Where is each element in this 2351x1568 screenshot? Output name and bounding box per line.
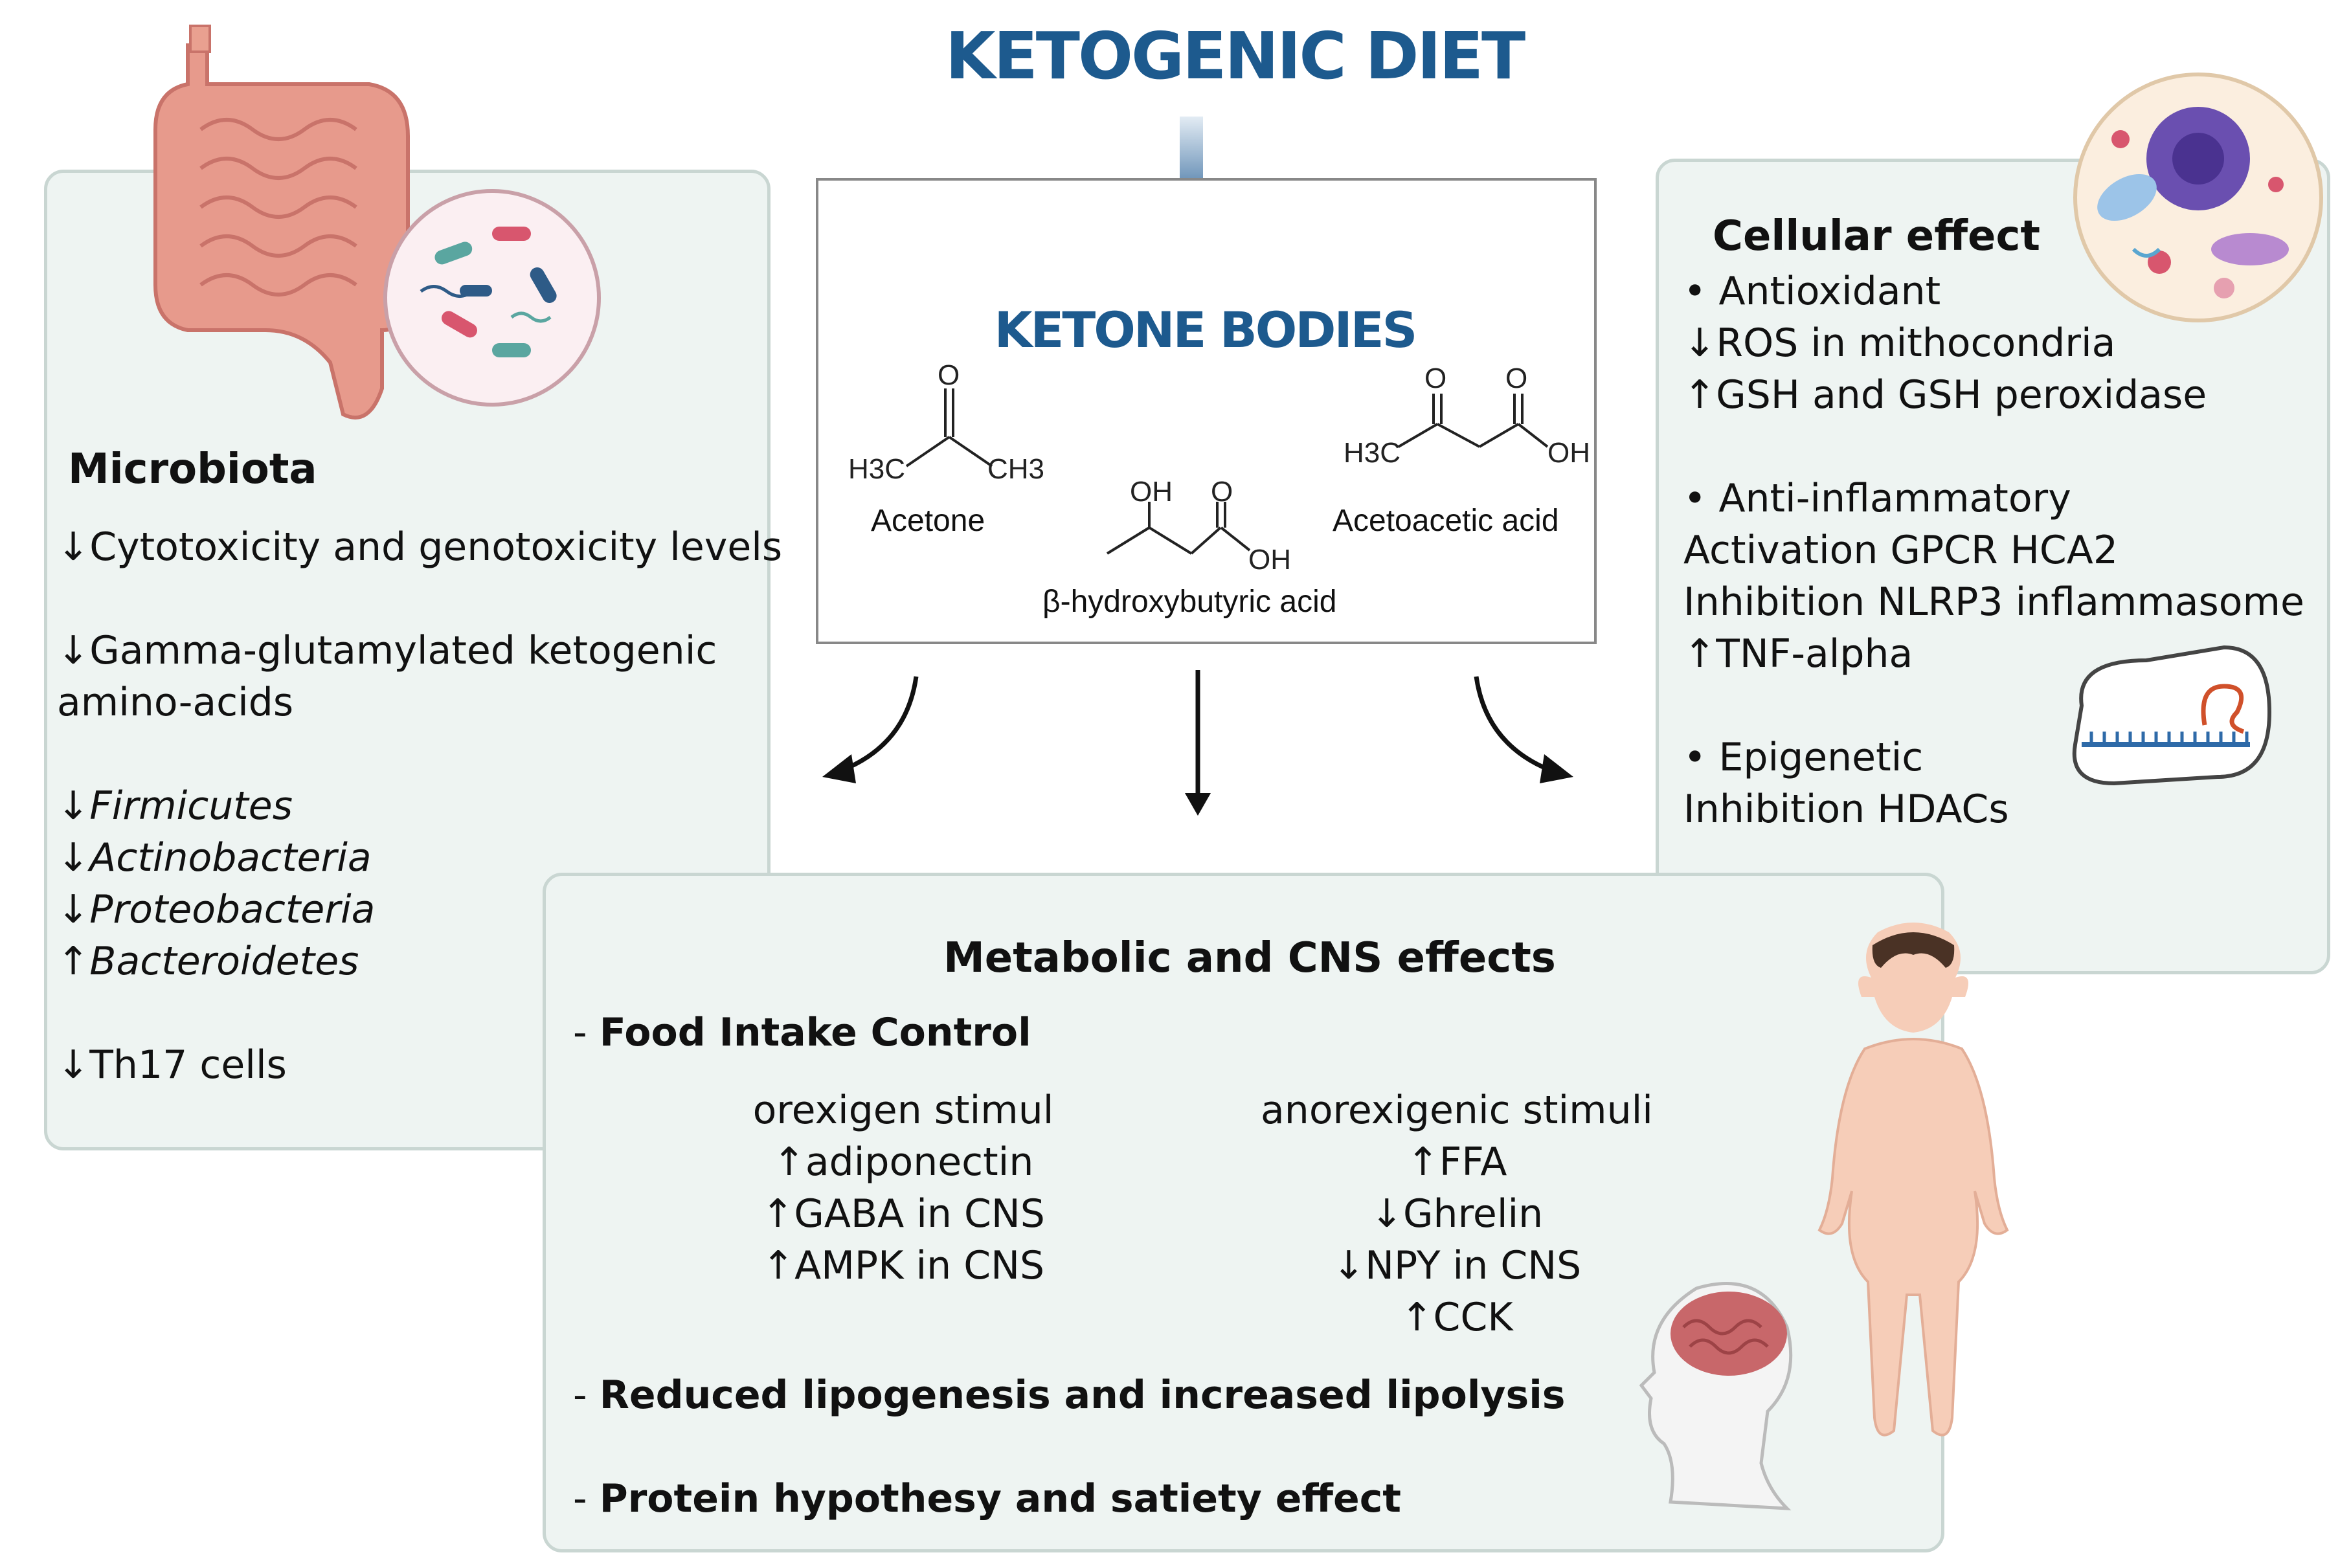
cellular-line-hdacs: Inhibition HDACs [1683, 787, 2009, 832]
anorexigen-npy: ↓NPY in CNS [1332, 1243, 1582, 1288]
intestine-icon [153, 25, 410, 420]
anorexigen-header: anorexigenic stimuli [1261, 1088, 1653, 1133]
bhb-oh2-label: OH [1248, 544, 1291, 576]
microbiota-item-th17: ↓Th17 cells [57, 1042, 287, 1088]
actinobacteria-label: Actinobacteria [89, 835, 372, 880]
acetoacetic-h3c-label: H3C [1344, 437, 1401, 469]
ketone-bodies-title: KETONE BODIES [994, 301, 1418, 359]
food-intake-row: - Food Intake Control [573, 1007, 1031, 1058]
acetoacetic-label: Acetoacetic acid [1333, 504, 1559, 538]
cellular-line-nlrp3: Inhibition NLRP3 inflammasome [1683, 579, 2304, 625]
microbiota-item-cytotoxicity: ↓Cytotoxicity and genotoxicity levels [57, 524, 783, 570]
dash-prefix: - [573, 1010, 600, 1055]
microbiota-item-gamma: ↓Gamma-glutamylated ketogenic [57, 628, 717, 673]
anorexigen-ffa: ↑FFA [1406, 1139, 1507, 1185]
arrow-right-icon [1474, 676, 1573, 783]
acetone-label: Acetone [871, 504, 985, 538]
metabolic-heading: Metabolic and CNS effects [943, 934, 1556, 982]
microbiota-item-bacteroidetes: ↑Bacteroidetes [57, 935, 359, 987]
proteobacteria-label: Proteobacteria [89, 887, 376, 932]
up-arrow-symbol: ↑ [57, 939, 90, 984]
bhb-o-label: O [1211, 476, 1233, 508]
dna-icon [2072, 645, 2272, 786]
child-body-icon [1817, 923, 2009, 1437]
anorexigen-cck: ↑CCK [1400, 1295, 1513, 1340]
acetoacetic-oh-label: OH [1547, 437, 1590, 469]
cellular-line-gsh: ↑GSH and GSH peroxidase [1683, 372, 2207, 418]
cellular-line-gpcr: Activation GPCR HCA2 [1683, 528, 2119, 573]
cellular-line-antioxidant: • Antioxidant [1683, 269, 1941, 314]
microbiota-item-firmicutes: ↓Firmicutes [57, 780, 293, 832]
acetone-o-label: O [938, 359, 960, 391]
anorexigen-ghrelin: ↓Ghrelin [1370, 1191, 1544, 1237]
cellular-line-ros: ↓ROS in mithocondria [1683, 320, 2116, 366]
acetoacetic-structure [1397, 394, 1549, 448]
microbiota-heading: Microbiota [68, 445, 317, 493]
orexigen-gaba: ↑GABA in CNS [761, 1191, 1045, 1237]
orexigen-adiponectin: ↑adiponectin [772, 1139, 1034, 1185]
cellular-heading: Cellular effect [1713, 212, 2040, 260]
acetone-structure [905, 388, 993, 467]
microbiota-item-actinobacteria: ↓Actinobacteria [57, 832, 372, 884]
dash-prefix: - [573, 1372, 600, 1418]
bhb-label: β-hydroxybutyric acid [1042, 585, 1337, 619]
protein-label: Protein hypothesy and satiety effect [599, 1476, 1401, 1521]
main-title: KETOGENIC DIET [945, 18, 1525, 94]
acetone-ch3-label: CH3 [987, 453, 1045, 485]
arrow-down-icon [1185, 670, 1211, 816]
bacteroidetes-label: Bacteroidetes [89, 939, 359, 984]
acetoacetic-o1-label: O [1424, 363, 1447, 394]
down-arrow-symbol: ↓ [57, 783, 90, 829]
orexigen-ampk: ↑AMPK in CNS [761, 1243, 1045, 1288]
food-intake-label: Food Intake Control [599, 1010, 1031, 1055]
microbiota-item-amino: amino-acids [57, 680, 294, 725]
down-arrow-symbol: ↓ [57, 887, 90, 932]
cellular-line-antiinflammatory: • Anti-inflammatory [1683, 476, 2071, 521]
acetone-h3c-label: H3C [848, 453, 906, 485]
bhb-oh-label: OH [1130, 476, 1173, 508]
firmicutes-label: Firmicutes [89, 783, 293, 829]
bacteria-icon [383, 189, 601, 407]
acetoacetic-o2-label: O [1505, 363, 1528, 394]
arrow-left-icon [822, 676, 919, 783]
bhb-structure [1106, 502, 1251, 555]
lipogenesis-label: Reduced lipogenesis and increased lipoly… [599, 1372, 1566, 1418]
cellular-line-epigenetic: • Epigenetic [1683, 735, 1924, 780]
protein-row: - Protein hypothesy and satiety effect [573, 1473, 1401, 1525]
brain-head-icon [1639, 1282, 1793, 1510]
microbiota-item-proteobacteria: ↓Proteobacteria [57, 884, 375, 935]
orexigen-header: orexigen stimul [752, 1088, 1054, 1133]
cellular-line-tnf: ↑TNF-alpha [1683, 631, 1913, 677]
dash-prefix: - [573, 1476, 600, 1521]
cell-icon [2073, 73, 2323, 322]
lipogenesis-row: - Reduced lipogenesis and increased lipo… [573, 1369, 1566, 1421]
down-arrow-symbol: ↓ [57, 835, 90, 880]
